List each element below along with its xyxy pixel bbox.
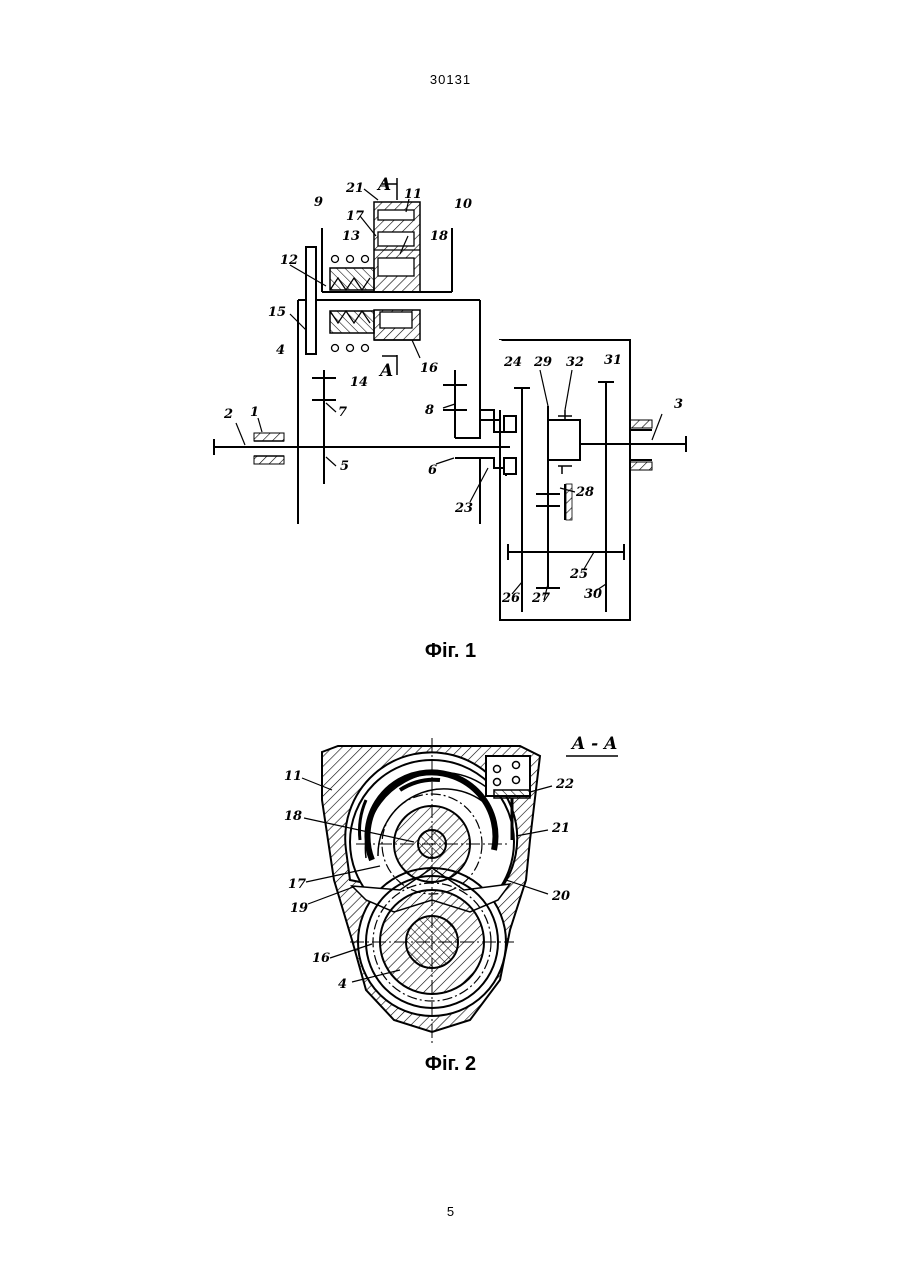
label-7: 7 bbox=[338, 405, 347, 420]
label-18: 18 bbox=[430, 229, 448, 244]
label-1: 1 bbox=[250, 405, 259, 420]
label-28: 28 bbox=[575, 485, 594, 500]
page-number-bottom: 5 bbox=[0, 1204, 901, 1219]
label-15: 15 bbox=[268, 305, 286, 320]
figure-1 bbox=[214, 178, 686, 620]
section-marker-bottom: A bbox=[378, 361, 393, 381]
section-marker-top: A bbox=[376, 175, 391, 195]
label-16: 16 bbox=[420, 361, 438, 376]
fig2-label-4: 4 bbox=[338, 977, 347, 992]
fig2-label-16: 16 bbox=[312, 951, 330, 966]
fig2-label-19: 19 bbox=[290, 901, 308, 916]
label-11: 11 bbox=[404, 187, 422, 202]
label-32: 32 bbox=[566, 355, 584, 370]
figure-1-caption: Фіг. 1 bbox=[0, 640, 901, 663]
figure-1-leaders bbox=[236, 189, 662, 600]
label-17: 17 bbox=[346, 209, 364, 224]
label-6: 6 bbox=[428, 463, 437, 478]
label-8: 8 bbox=[425, 403, 434, 418]
label-9: 9 bbox=[314, 195, 323, 210]
fig2-label-22: 22 bbox=[555, 777, 574, 792]
label-14: 14 bbox=[350, 375, 368, 390]
label-23: 23 bbox=[454, 501, 473, 516]
fig2-label-21: 21 bbox=[551, 821, 570, 836]
label-30: 30 bbox=[584, 587, 602, 602]
label-13: 13 bbox=[342, 229, 360, 244]
fig2-label-20: 20 bbox=[551, 889, 570, 904]
label-2: 2 bbox=[223, 407, 233, 422]
label-31: 31 bbox=[604, 353, 622, 368]
label-29: 29 bbox=[533, 355, 552, 370]
fig2-label-18: 18 bbox=[284, 809, 302, 824]
section-title-a-a: A - A bbox=[570, 734, 617, 754]
label-4: 4 bbox=[276, 343, 285, 358]
label-21: 21 bbox=[345, 181, 364, 196]
label-24: 24 bbox=[503, 355, 522, 370]
figure-2-caption: Фіг. 2 bbox=[0, 1053, 901, 1076]
label-3: 3 bbox=[674, 397, 683, 412]
label-5: 5 bbox=[340, 459, 349, 474]
fig2-label-11: 11 bbox=[284, 769, 302, 784]
label-26: 26 bbox=[501, 591, 520, 606]
fig2-label-17: 17 bbox=[288, 877, 306, 892]
label-27: 27 bbox=[531, 591, 550, 606]
label-12: 12 bbox=[280, 253, 298, 268]
label-10: 10 bbox=[454, 197, 472, 212]
figure-1-labels: 1 2 3 4 5 6 7 8 9 10 11 12 13 14 15 16 1… bbox=[223, 175, 683, 606]
label-25: 25 bbox=[569, 567, 588, 582]
